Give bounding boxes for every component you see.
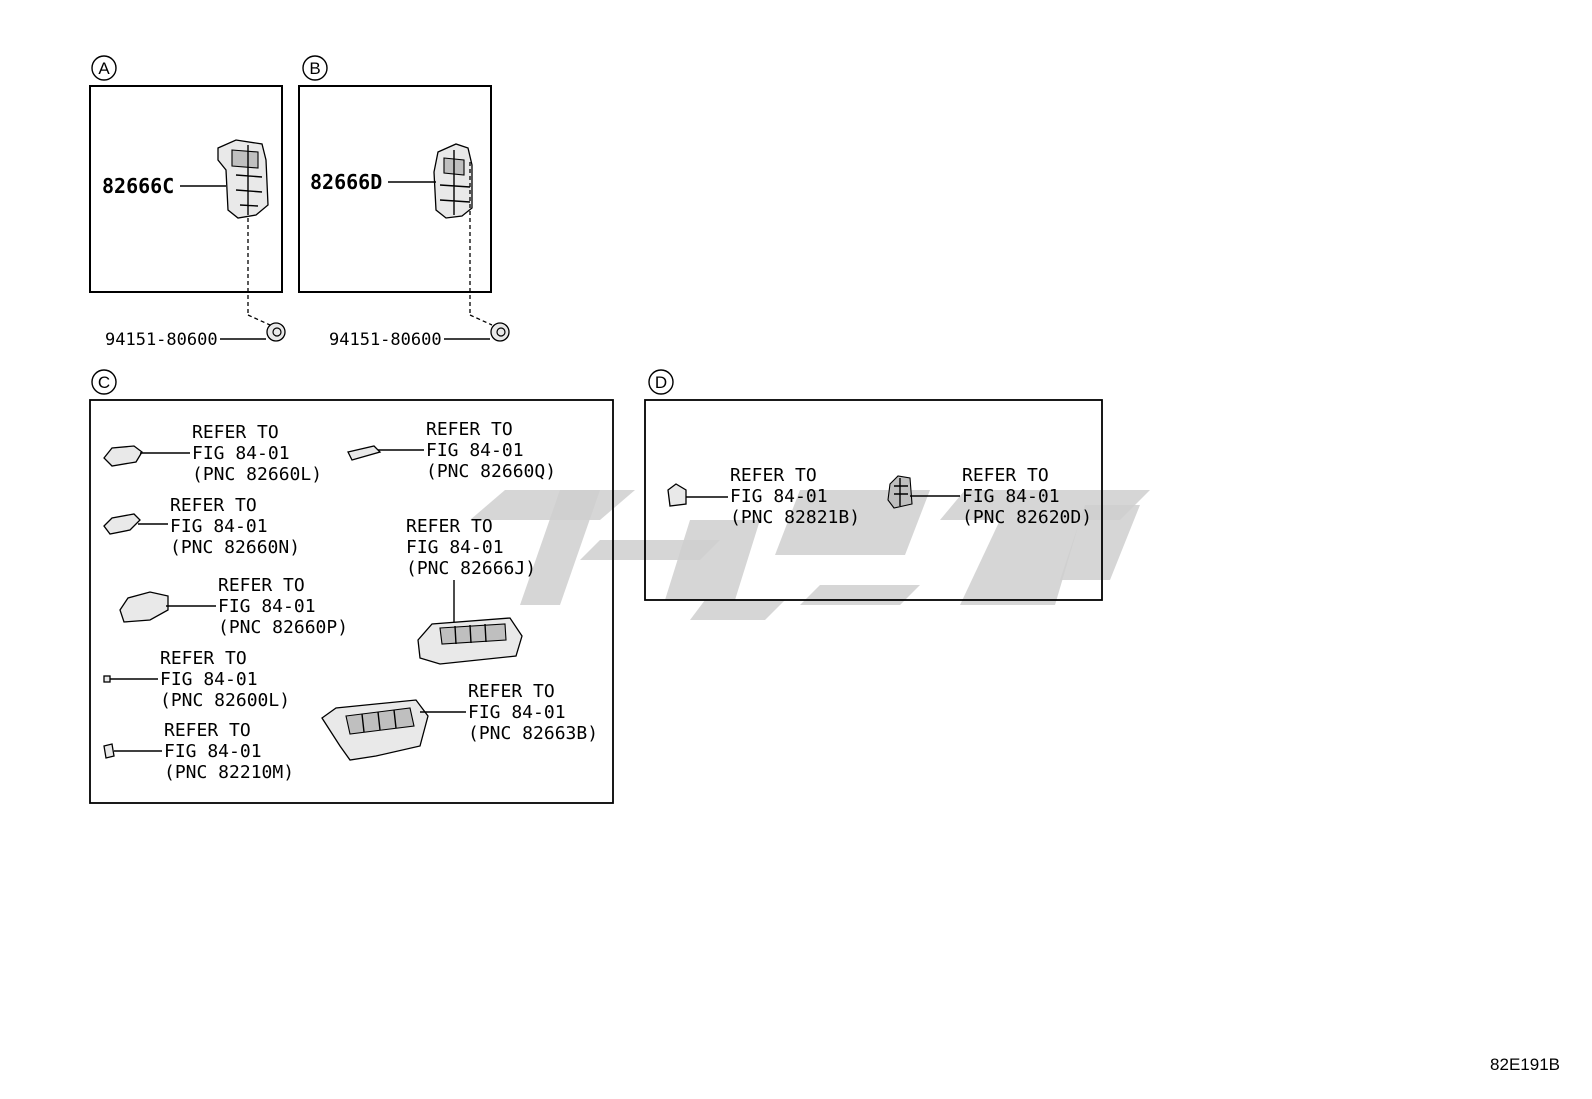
ref-line1: REFER TO: [426, 419, 513, 440]
watermark-logo: [470, 490, 1150, 620]
ref-line2: FIG 84-01: [468, 702, 566, 723]
ref-82620d: REFER TO FIG 84-01 (PNC 82620D): [887, 465, 1092, 528]
section-b: B 82666D 94151-80600: [298, 55, 510, 350]
ref-82660n: REFER TO FIG 84-01 (PNC 82660N): [103, 495, 300, 558]
section-d-frame: [644, 399, 1103, 601]
ref-82660p: REFER TO FIG 84-01 (PNC 82660P): [119, 575, 348, 638]
section-d-letter: D: [655, 373, 667, 392]
ref-line2: FIG 84-01: [962, 486, 1060, 507]
ref-line1: REFER TO: [164, 720, 251, 741]
dashed-leader: [469, 314, 493, 326]
ref-line1: REFER TO: [170, 495, 257, 516]
ref-82821b: REFER TO FIG 84-01 (PNC 82821B): [667, 465, 860, 528]
ref-line3: (PNC 82210M): [164, 762, 294, 783]
relay-block-icon: [417, 617, 523, 665]
ref-line3: (PNC 82660P): [218, 617, 348, 638]
ref-line3: (PNC 82666J): [406, 558, 536, 579]
nut-number-b: 94151-80600: [329, 330, 442, 350]
connector-icon: [103, 513, 141, 535]
ref-82660q: REFER TO FIG 84-01 (PNC 82660Q): [347, 419, 556, 482]
section-b-letter: B: [309, 59, 320, 78]
ref-line3: (PNC 82660L): [192, 464, 322, 485]
ref-line2: FIG 84-01: [426, 440, 524, 461]
connector-icon: [667, 483, 687, 507]
ref-line2: FIG 84-01: [192, 443, 290, 464]
ref-line1: REFER TO: [468, 681, 555, 702]
ref-line3: (PNC 82600L): [160, 690, 290, 711]
ref-82210m: REFER TO FIG 84-01 (PNC 82210M): [103, 720, 294, 783]
ref-82660l: REFER TO FIG 84-01 (PNC 82660L): [103, 422, 322, 485]
section-c-frame: [89, 399, 614, 804]
ref-line1: REFER TO: [962, 465, 1049, 486]
ref-line2: FIG 84-01: [406, 537, 504, 558]
ref-line1: REFER TO: [192, 422, 279, 443]
connector-icon: [103, 445, 143, 467]
ref-line3: (PNC 82663B): [468, 723, 598, 744]
ref-line2: FIG 84-01: [164, 741, 262, 762]
ref-line3: (PNC 82821B): [730, 507, 860, 528]
dashed-leader: [247, 314, 271, 326]
clip-icon: [103, 675, 111, 683]
section-d-marker: [648, 369, 674, 395]
section-b-marker: [302, 55, 328, 81]
section-a-frame: [89, 85, 283, 293]
ref-line3: (PNC 82660N): [170, 537, 300, 558]
ref-line2: FIG 84-01: [730, 486, 828, 507]
ref-line2: FIG 84-01: [170, 516, 268, 537]
nut-b-icon: [490, 322, 510, 342]
ref-line1: REFER TO: [406, 516, 493, 537]
ref-line3: (PNC 82620D): [962, 507, 1092, 528]
connector-icon: [347, 445, 382, 461]
section-c-marker: [91, 369, 117, 395]
nut-a-icon: [266, 322, 286, 342]
bracket-b-illustration: [433, 143, 473, 219]
ref-line3: (PNC 82660Q): [426, 461, 556, 482]
bracket-a-illustration: [217, 139, 269, 219]
ref-line2: FIG 84-01: [160, 669, 258, 690]
nut-number-a: 94151-80600: [105, 330, 218, 350]
relay-icon: [887, 475, 913, 509]
ref-line1: REFER TO: [730, 465, 817, 486]
ref-line1: REFER TO: [218, 575, 305, 596]
section-b-frame: [298, 85, 492, 293]
section-c-letter: C: [98, 373, 110, 392]
ref-82600l: REFER TO FIG 84-01 (PNC 82600L): [103, 648, 290, 711]
section-a-marker: [91, 55, 117, 81]
part-number-82666d: 82666D: [310, 170, 382, 194]
section-c: C REFER TO FIG 84-01 (PNC 82660L) REFER …: [89, 369, 614, 804]
connector-icon: [119, 591, 169, 623]
section-d: D REFER TO FIG 84-01 (PNC 82821B) REFER …: [644, 369, 1103, 601]
junction-block-icon: [321, 699, 429, 761]
ref-82663b: REFER TO FIG 84-01 (PNC 82663B): [321, 681, 598, 761]
clip-icon: [103, 743, 115, 759]
section-a-letter: A: [98, 59, 110, 78]
ref-line2: FIG 84-01: [218, 596, 316, 617]
figure-code: 82E191B: [1490, 1055, 1560, 1074]
ref-line1: REFER TO: [160, 648, 247, 669]
ref-82666j: REFER TO FIG 84-01 (PNC 82666J): [406, 516, 536, 665]
part-number-82666c: 82666C: [102, 174, 174, 198]
section-a: A 82666C 94151-80600: [89, 55, 286, 350]
